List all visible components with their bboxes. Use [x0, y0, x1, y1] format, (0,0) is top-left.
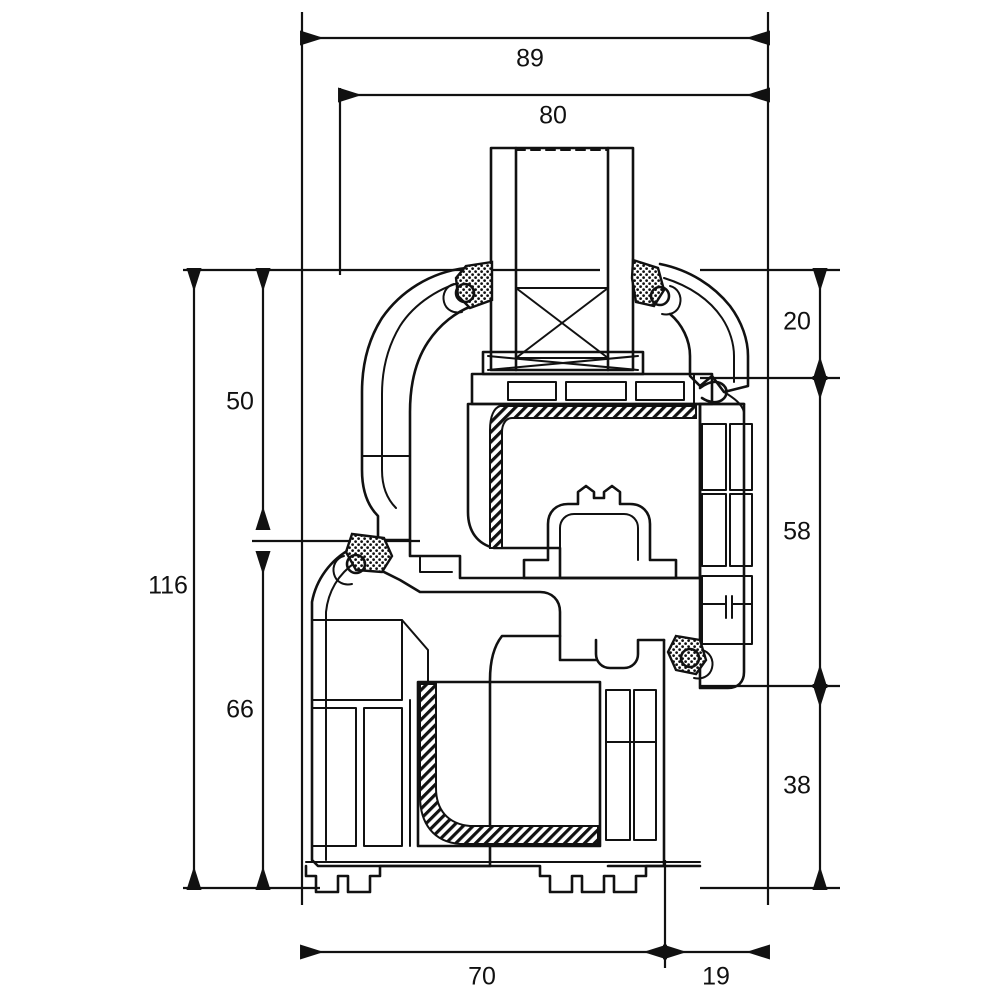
frame-sill-gasket-left [332, 532, 394, 586]
sash-right-trim-hook [698, 380, 728, 404]
sash-outer-shell [360, 266, 474, 542]
frame-mid-web [408, 538, 702, 580]
window-profile-section [304, 146, 753, 894]
frame-mid-gasket-right [666, 634, 714, 680]
frame-lower-core-chamber [416, 680, 602, 848]
dimension-label-58: 58 [783, 518, 811, 546]
dimension-label-38: 38 [783, 772, 811, 800]
sash-core-chamber [466, 402, 702, 580]
dimension-label-116: 116 [148, 572, 188, 600]
dimension-label-80: 80 [539, 102, 567, 130]
sash-head-gasket-left [442, 260, 494, 314]
dimension-label-19: 19 [702, 963, 730, 991]
sash-top-rail [470, 372, 714, 406]
dimension-label-20: 20 [783, 308, 811, 336]
frame-left-lower-chambers [311, 619, 429, 847]
dimension-label-89: 89 [516, 45, 544, 73]
frame-right-chambers [701, 423, 753, 645]
frame-lower-right-chambers [605, 689, 657, 841]
sash-head-gasket-right [630, 258, 682, 316]
dimension-labels: 89 80 116 50 66 20 58 38 70 19 [148, 45, 811, 991]
steel-reinforcement-core [522, 484, 678, 580]
frame-bottom-sill [304, 861, 702, 894]
frame-outer-shell-left-lower [310, 546, 562, 868]
dimension-lines [186, 30, 828, 960]
glazing-unit [489, 146, 635, 372]
dimension-label-66: 66 [226, 696, 254, 724]
dimension-label-70: 70 [468, 963, 496, 991]
dimension-label-50: 50 [226, 388, 254, 416]
extension-lines [183, 12, 840, 968]
frame-outer-body-right [698, 402, 746, 690]
